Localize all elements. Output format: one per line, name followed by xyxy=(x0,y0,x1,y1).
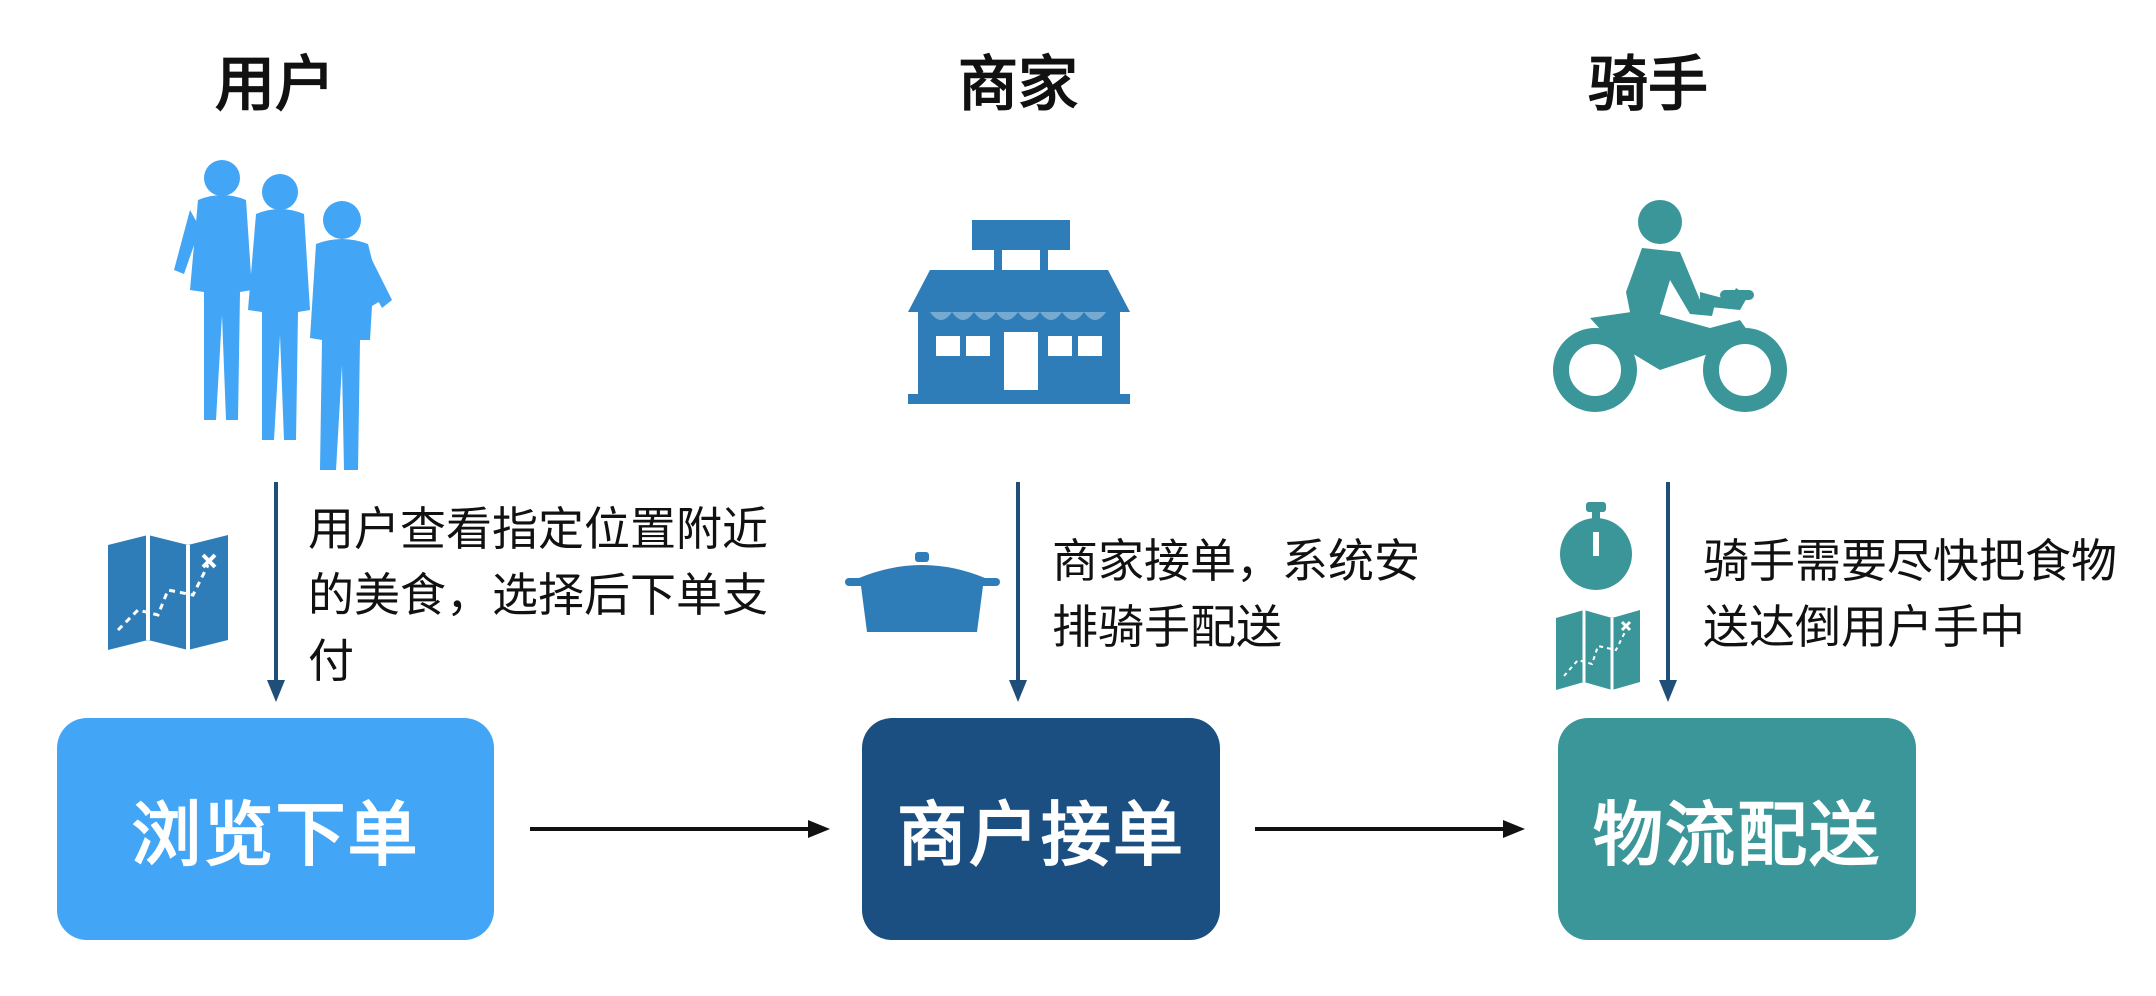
pot-icon xyxy=(845,552,1000,637)
flow-arrow-1 xyxy=(530,817,830,841)
rider-down-arrow xyxy=(1656,482,1680,704)
merchant-title: 商家 xyxy=(958,50,1078,120)
user-down-arrow xyxy=(264,482,288,704)
flow-arrow-2 xyxy=(1255,817,1525,841)
rider-map-icon xyxy=(1556,610,1640,690)
step-merchant-accept: 商户接单 xyxy=(862,718,1220,940)
stopwatch-icon xyxy=(1556,502,1636,592)
step-logistics-delivery: 物流配送 xyxy=(1558,718,1916,940)
shop-icon xyxy=(908,220,1130,406)
rider-description: 骑手需要尽快把食物送达倒用户手中 xyxy=(1703,534,2117,654)
motorbike-rider-icon xyxy=(1550,200,1790,420)
user-description: 用户查看指定位置附近的美食，选择后下单支付 xyxy=(308,502,768,688)
merchant-description: 商家接单，系统安排骑手配送 xyxy=(1052,534,1420,654)
people-icon xyxy=(160,150,410,480)
merchant-down-arrow xyxy=(1006,482,1030,704)
user-title: 用户 xyxy=(215,50,335,120)
map-icon xyxy=(108,535,233,650)
step-browse-order: 浏览下单 xyxy=(57,718,494,940)
rider-title: 骑手 xyxy=(1588,50,1708,120)
